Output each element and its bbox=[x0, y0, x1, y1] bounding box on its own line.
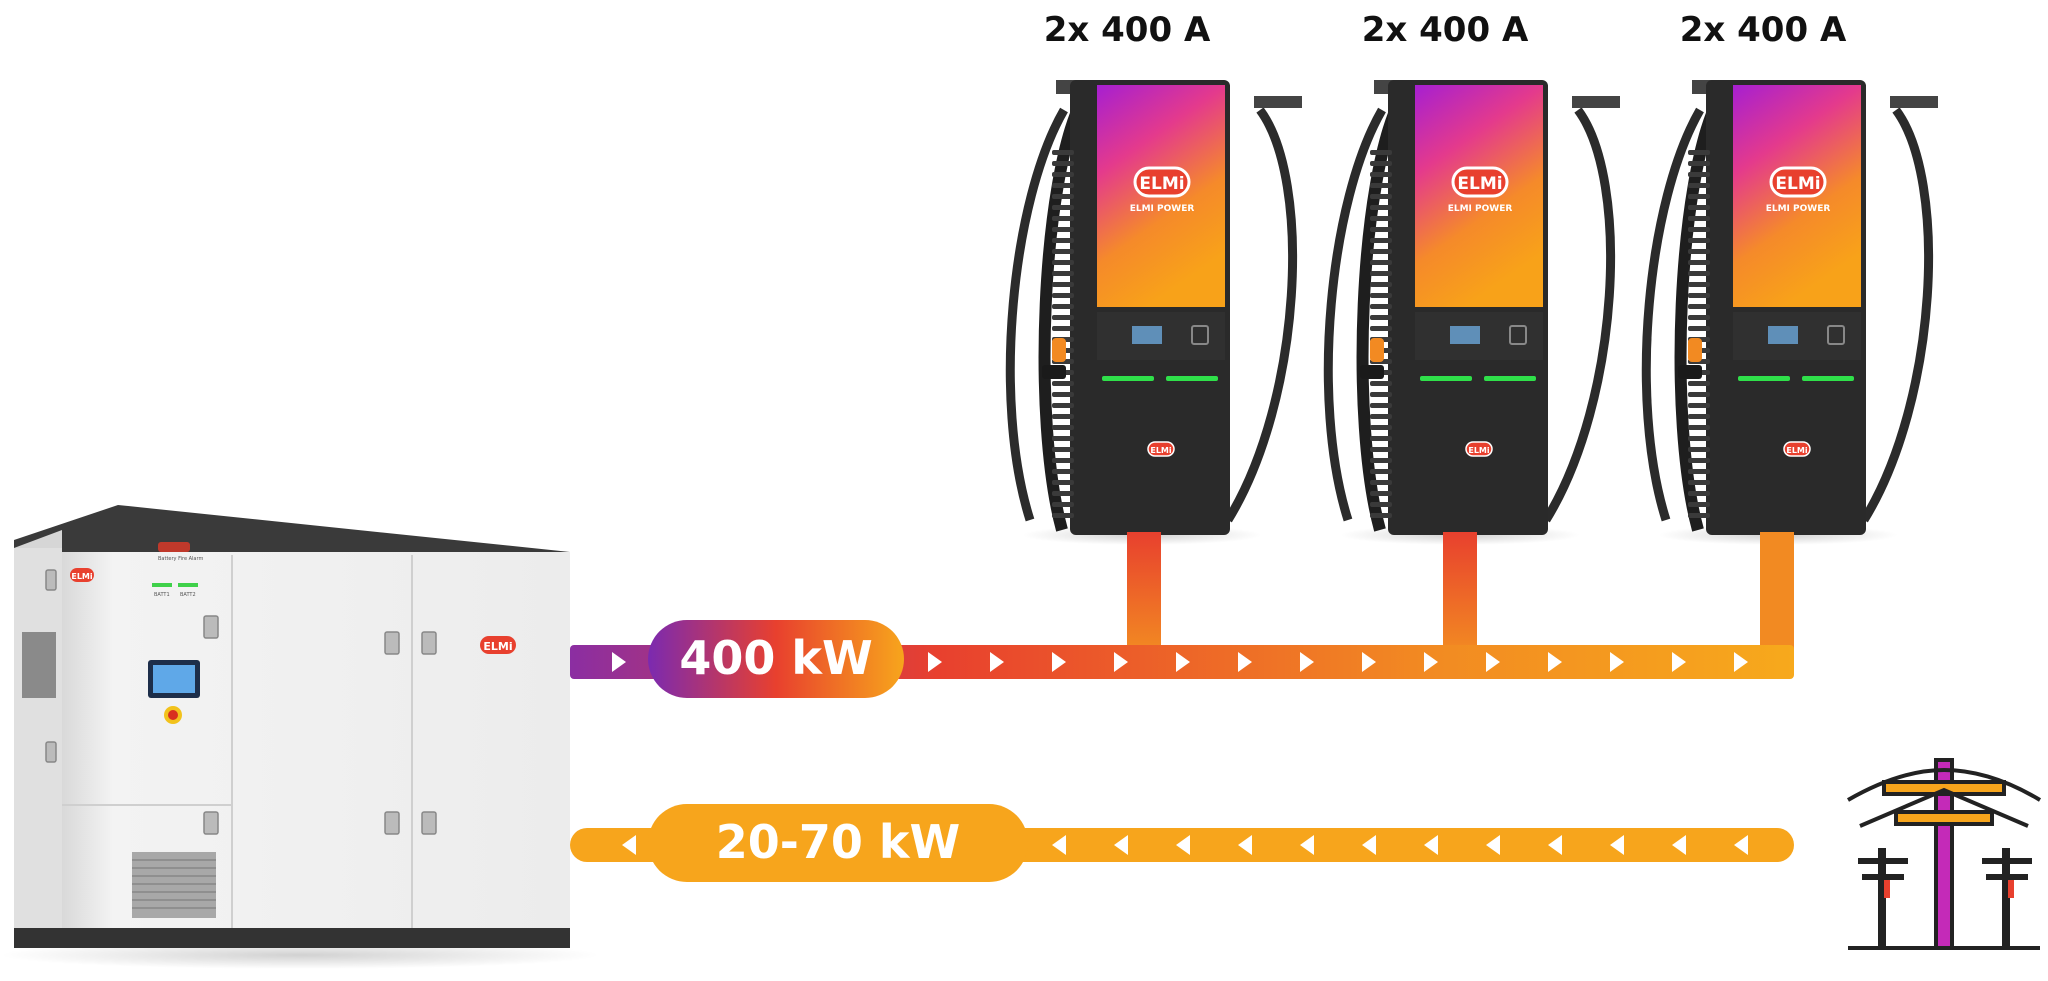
flow-arrow-left-icon bbox=[1734, 835, 1748, 855]
flow-arrow-left-icon bbox=[1672, 835, 1686, 855]
charger-brand-sub: ELMI POWER bbox=[1766, 204, 1831, 214]
output-power-label: 400 kW bbox=[679, 631, 872, 685]
flow-arrow-left-icon bbox=[1052, 835, 1066, 855]
charger-brand-sub: ELMI POWER bbox=[1130, 204, 1195, 214]
door-handles bbox=[45, 569, 437, 835]
flow-arrow-right-icon bbox=[1238, 652, 1252, 672]
status-led-left bbox=[1738, 376, 1790, 381]
charger-3-current-label: 2x 400 A bbox=[1679, 10, 1847, 50]
rfid-reader-icon bbox=[1191, 325, 1209, 345]
charger-brand: ELMi bbox=[1775, 174, 1820, 194]
rfid-reader-icon bbox=[1509, 325, 1527, 345]
input-power-pill bbox=[648, 804, 1028, 882]
charging-cable-right bbox=[1224, 107, 1298, 523]
flow-arrow-right-icon bbox=[928, 652, 942, 672]
charger-2-current-label: 2x 400 A bbox=[1361, 10, 1529, 50]
status-led-right bbox=[1484, 376, 1536, 381]
charger-display bbox=[1450, 326, 1480, 344]
charger-brand: ELMi bbox=[1139, 174, 1184, 194]
status-led-left bbox=[1102, 376, 1154, 381]
flow-arrow-right-icon bbox=[1176, 652, 1190, 672]
output-power-pill bbox=[648, 620, 904, 698]
svg-text:ELMi: ELMi bbox=[71, 572, 93, 581]
flow-arrow-right-icon bbox=[1610, 652, 1624, 672]
flow-arrow-left-icon bbox=[1610, 835, 1624, 855]
charging-cable-left bbox=[1323, 107, 1386, 522]
flow-arrow-right-icon bbox=[1734, 652, 1748, 672]
flow-arrow-left-icon bbox=[1486, 835, 1500, 855]
charging-cable-right bbox=[1542, 107, 1616, 523]
charger-brand: ELMi bbox=[1457, 174, 1502, 194]
flow-arrow-right-icon bbox=[1672, 652, 1686, 672]
hmi-screen bbox=[148, 660, 200, 698]
status-led-right bbox=[1802, 376, 1854, 381]
svg-text:ELMi: ELMi bbox=[483, 640, 512, 653]
input-power-flow: 20-70 kW bbox=[570, 804, 1794, 882]
status-led-right bbox=[1166, 376, 1218, 381]
flow-arrow-left-icon bbox=[1238, 835, 1252, 855]
flow-arrow-right-icon bbox=[1424, 652, 1438, 672]
rfid-reader-icon bbox=[1827, 325, 1845, 345]
charger-1-current-label: 2x 400 A bbox=[1043, 10, 1211, 50]
flow-arrow-left-icon bbox=[1114, 835, 1128, 855]
input-power-label: 20-70 kW bbox=[716, 815, 960, 869]
status-led-left bbox=[1420, 376, 1472, 381]
flow-arrow-right-icon bbox=[990, 652, 1004, 672]
flow-arrow-right-icon bbox=[1548, 652, 1562, 672]
feed-line-charger-1 bbox=[1127, 532, 1161, 652]
svg-text:ELMi: ELMi bbox=[1468, 446, 1490, 455]
flow-arrow-right-icon bbox=[1486, 652, 1500, 672]
svg-text:ELMi: ELMi bbox=[1786, 446, 1808, 455]
charger-logo-small: ELMi bbox=[1465, 441, 1493, 457]
charging-cable-right bbox=[1860, 107, 1934, 523]
battery-logo-front: ELMi bbox=[480, 636, 516, 654]
svg-text:ELMi: ELMi bbox=[1150, 446, 1172, 455]
batt2-label: BATT2 bbox=[180, 592, 196, 598]
vent-grille bbox=[132, 852, 216, 918]
flow-arrow-left-icon bbox=[1362, 835, 1376, 855]
flow-arrow-right-icon bbox=[1362, 652, 1376, 672]
charger-display bbox=[1768, 326, 1798, 344]
charging-cable-left bbox=[1641, 107, 1704, 522]
flow-arrow-left-icon bbox=[1300, 835, 1314, 855]
battery-logo-side: ELMi bbox=[70, 568, 94, 582]
flow-arrow-left-icon bbox=[1176, 835, 1190, 855]
charger-brand-sub: ELMI POWER bbox=[1448, 204, 1513, 214]
charging-cable-left bbox=[1005, 107, 1068, 522]
charger-logo-small: ELMi bbox=[1783, 441, 1811, 457]
charger-logo-small: ELMi bbox=[1147, 441, 1175, 457]
flow-arrow-right-icon bbox=[1114, 652, 1128, 672]
flow-arrow-right-icon bbox=[1300, 652, 1314, 672]
emergency-stop-icon bbox=[164, 706, 182, 724]
flow-arrow-left-icon bbox=[622, 835, 636, 855]
charger-display bbox=[1132, 326, 1162, 344]
feed-line-charger-3 bbox=[1760, 532, 1794, 652]
flow-arrow-left-icon bbox=[1548, 835, 1562, 855]
feed-line-charger-2 bbox=[1443, 532, 1477, 652]
power-grid-icon bbox=[1847, 758, 2042, 950]
input-flow-arrows bbox=[622, 835, 1748, 855]
batt1-label: BATT1 bbox=[154, 592, 170, 598]
flow-arrow-right-icon bbox=[612, 652, 626, 672]
output-flow-arrows bbox=[612, 652, 1748, 672]
flow-arrow-right-icon bbox=[1052, 652, 1066, 672]
flow-arrow-left-icon bbox=[1424, 835, 1438, 855]
battery-storage-unit: Battery Fire Alarm BATT1 BATT2 bbox=[0, 505, 600, 969]
output-power-flow: 400 kW bbox=[570, 532, 1794, 698]
battery-alarm-label: Battery Fire Alarm bbox=[158, 556, 203, 562]
